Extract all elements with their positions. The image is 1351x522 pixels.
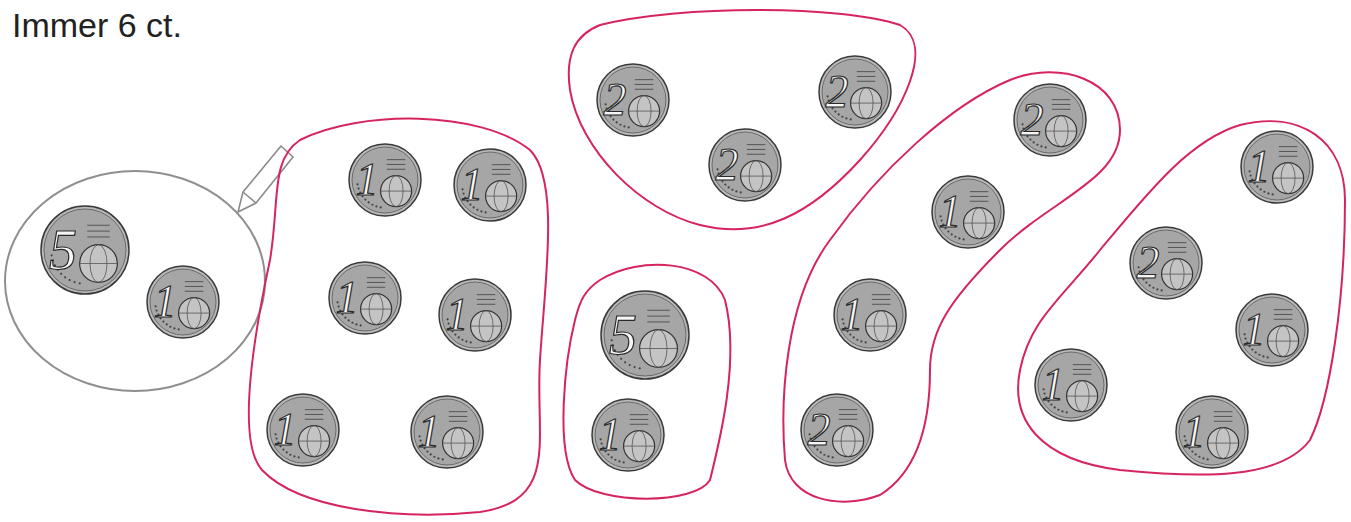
coin-value: 1 [1182, 409, 1205, 455]
coin-value: 2 [715, 142, 738, 188]
cent-coin: 1 [453, 148, 527, 222]
group-loop: 1 2 1 1 1 [1010, 110, 1348, 485]
coin-value: 1 [417, 409, 440, 455]
coin-value: 1 [1041, 362, 1064, 408]
cent-coin: 2 [596, 63, 670, 137]
coin-value: 1 [938, 189, 961, 235]
coin-value: 5 [609, 307, 637, 363]
coin-value: 1 [1247, 144, 1270, 190]
group-loop: 2 2 2 [565, 6, 915, 243]
group-loop: 51 [5, 168, 269, 394]
coin-value: 2 [1020, 97, 1043, 143]
cent-coin: 1 [410, 395, 484, 469]
cent-coin: 1 [1235, 293, 1309, 367]
coin-value: 1 [153, 279, 176, 325]
coin-value: 1 [1242, 307, 1265, 353]
cent-coin: 2 [818, 55, 892, 129]
coin-value: 1 [335, 275, 358, 321]
cent-coin: 1 [348, 143, 422, 217]
cent-coin: 1 [591, 398, 665, 472]
cent-coin: 1 [1240, 130, 1314, 204]
coin-value: 1 [598, 412, 621, 458]
coin-value: 2 [825, 69, 848, 115]
cent-coin: 1 [1175, 395, 1249, 469]
coin-value: 5 [49, 222, 77, 278]
coin-value: 1 [840, 292, 863, 338]
group-loop: 2 1 1 2 [778, 62, 1123, 512]
cent-coin: 1 [833, 278, 907, 352]
coin-value: 2 [807, 407, 830, 453]
coin-value: 2 [603, 77, 626, 123]
cent-coin: 2 [800, 393, 874, 467]
cent-coin: 1 [328, 261, 402, 335]
coin-value: 1 [355, 157, 378, 203]
cent-coin: 2 [1013, 83, 1087, 157]
cent-coin: 1 [931, 175, 1005, 249]
group-loop: 51 [555, 255, 737, 510]
group-loop: 1 1 1 1 1 1 [245, 108, 565, 520]
coin-value: 1 [445, 292, 468, 338]
cent-coin: 1 [1034, 348, 1108, 422]
cent-coin: 1 [266, 393, 340, 467]
coin-value: 1 [273, 407, 296, 453]
cent-coin: 5 [40, 205, 130, 295]
cent-coin: 5 [600, 290, 690, 380]
coin-value: 2 [1136, 240, 1159, 286]
group-outline [5, 168, 269, 394]
cent-coin: 1 [146, 265, 220, 339]
task-title: Immer 6 ct. [12, 6, 182, 45]
cent-coin: 2 [1129, 226, 1203, 300]
cent-coin: 2 [708, 128, 782, 202]
coin-value: 1 [460, 162, 483, 208]
cent-coin: 1 [438, 278, 512, 352]
